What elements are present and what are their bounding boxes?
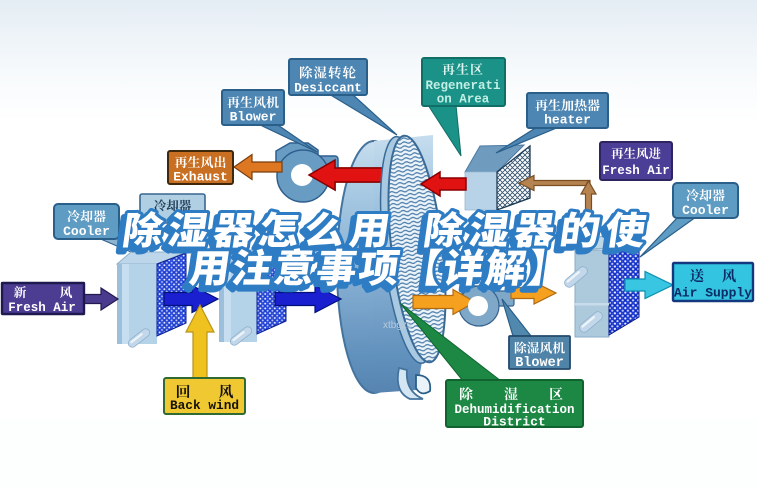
svg-text:Desiccant: Desiccant — [294, 82, 362, 96]
svg-text:Blower: Blower — [515, 356, 564, 371]
svg-text:on Area: on Area — [437, 93, 490, 107]
svg-text:Back wind: Back wind — [170, 398, 239, 413]
svg-text:Regenerati: Regenerati — [425, 79, 500, 93]
svg-text:Blower: Blower — [230, 110, 277, 125]
svg-text:Cooler: Cooler — [682, 203, 729, 218]
svg-text:xtbgzs: xtbgzs — [383, 320, 412, 331]
svg-text:District: District — [483, 415, 545, 430]
svg-text:Fresh Air: Fresh Air — [602, 164, 670, 178]
svg-text:heater: heater — [544, 113, 591, 128]
svg-text:Fresh Air: Fresh Air — [8, 301, 76, 315]
svg-text:Exhaust: Exhaust — [173, 170, 228, 185]
svg-text:Dehumidification: Dehumidification — [454, 403, 574, 417]
svg-text:Air Supply: Air Supply — [674, 286, 752, 301]
svg-text:Cooler: Cooler — [63, 224, 110, 239]
